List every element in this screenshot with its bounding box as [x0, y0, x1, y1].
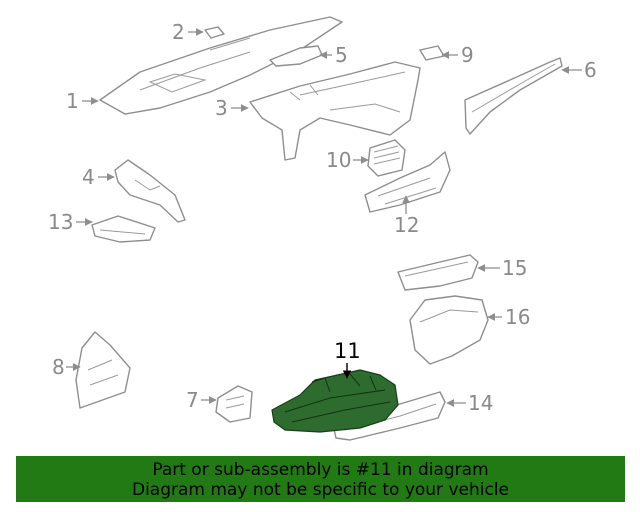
part-16-cluster-bezel: [409, 295, 489, 365]
leader-lines: [66, 28, 582, 407]
callout-3: 3: [215, 96, 228, 120]
part-15-top-cover: [397, 254, 479, 291]
callout-4: 4: [82, 165, 95, 189]
callout-7: 7: [186, 388, 199, 412]
callout-14: 14: [468, 391, 493, 415]
banner-line-2: Diagram may not be specific to your vehi…: [131, 480, 509, 500]
callout-5: 5: [335, 43, 348, 67]
callout-8: 8: [52, 355, 65, 379]
callout-15: 15: [502, 256, 527, 280]
part-4-side-bracket: [114, 159, 186, 223]
part-12-center-bracket: [364, 151, 451, 213]
part-6-side-trim: [464, 57, 563, 135]
part-2-clip: [204, 26, 225, 39]
banner-line-1: Part or sub-assembly is #11 in diagram: [152, 460, 489, 480]
callout-9: 9: [461, 43, 474, 67]
callout-11: 11: [334, 339, 361, 363]
parts-diagram: 1 2 3 4 5 6 7 8 9 10 11 12 13 14 15 16: [48, 16, 597, 441]
callout-6: 6: [584, 58, 597, 82]
part-8-end-panel: [75, 331, 131, 409]
callout-16: 16: [505, 305, 530, 329]
callout-1: 1: [66, 89, 79, 113]
part-9-clip: [419, 45, 445, 61]
part-3-panel-carrier: [249, 61, 421, 161]
info-banner: Part or sub-assembly is #11 in diagram D…: [16, 456, 625, 502]
callout-10: 10: [326, 148, 351, 172]
callout-12: 12: [394, 213, 419, 237]
part-7-vent-bracket: [215, 385, 253, 423]
callout-2: 2: [172, 20, 185, 44]
part-11-highlighted-assembly: [271, 369, 399, 433]
part-13-lower-bracket: [91, 215, 156, 243]
callout-13: 13: [48, 210, 73, 234]
part-1-upper-dash-panel: [99, 16, 343, 115]
part-10-air-vent: [367, 139, 406, 177]
